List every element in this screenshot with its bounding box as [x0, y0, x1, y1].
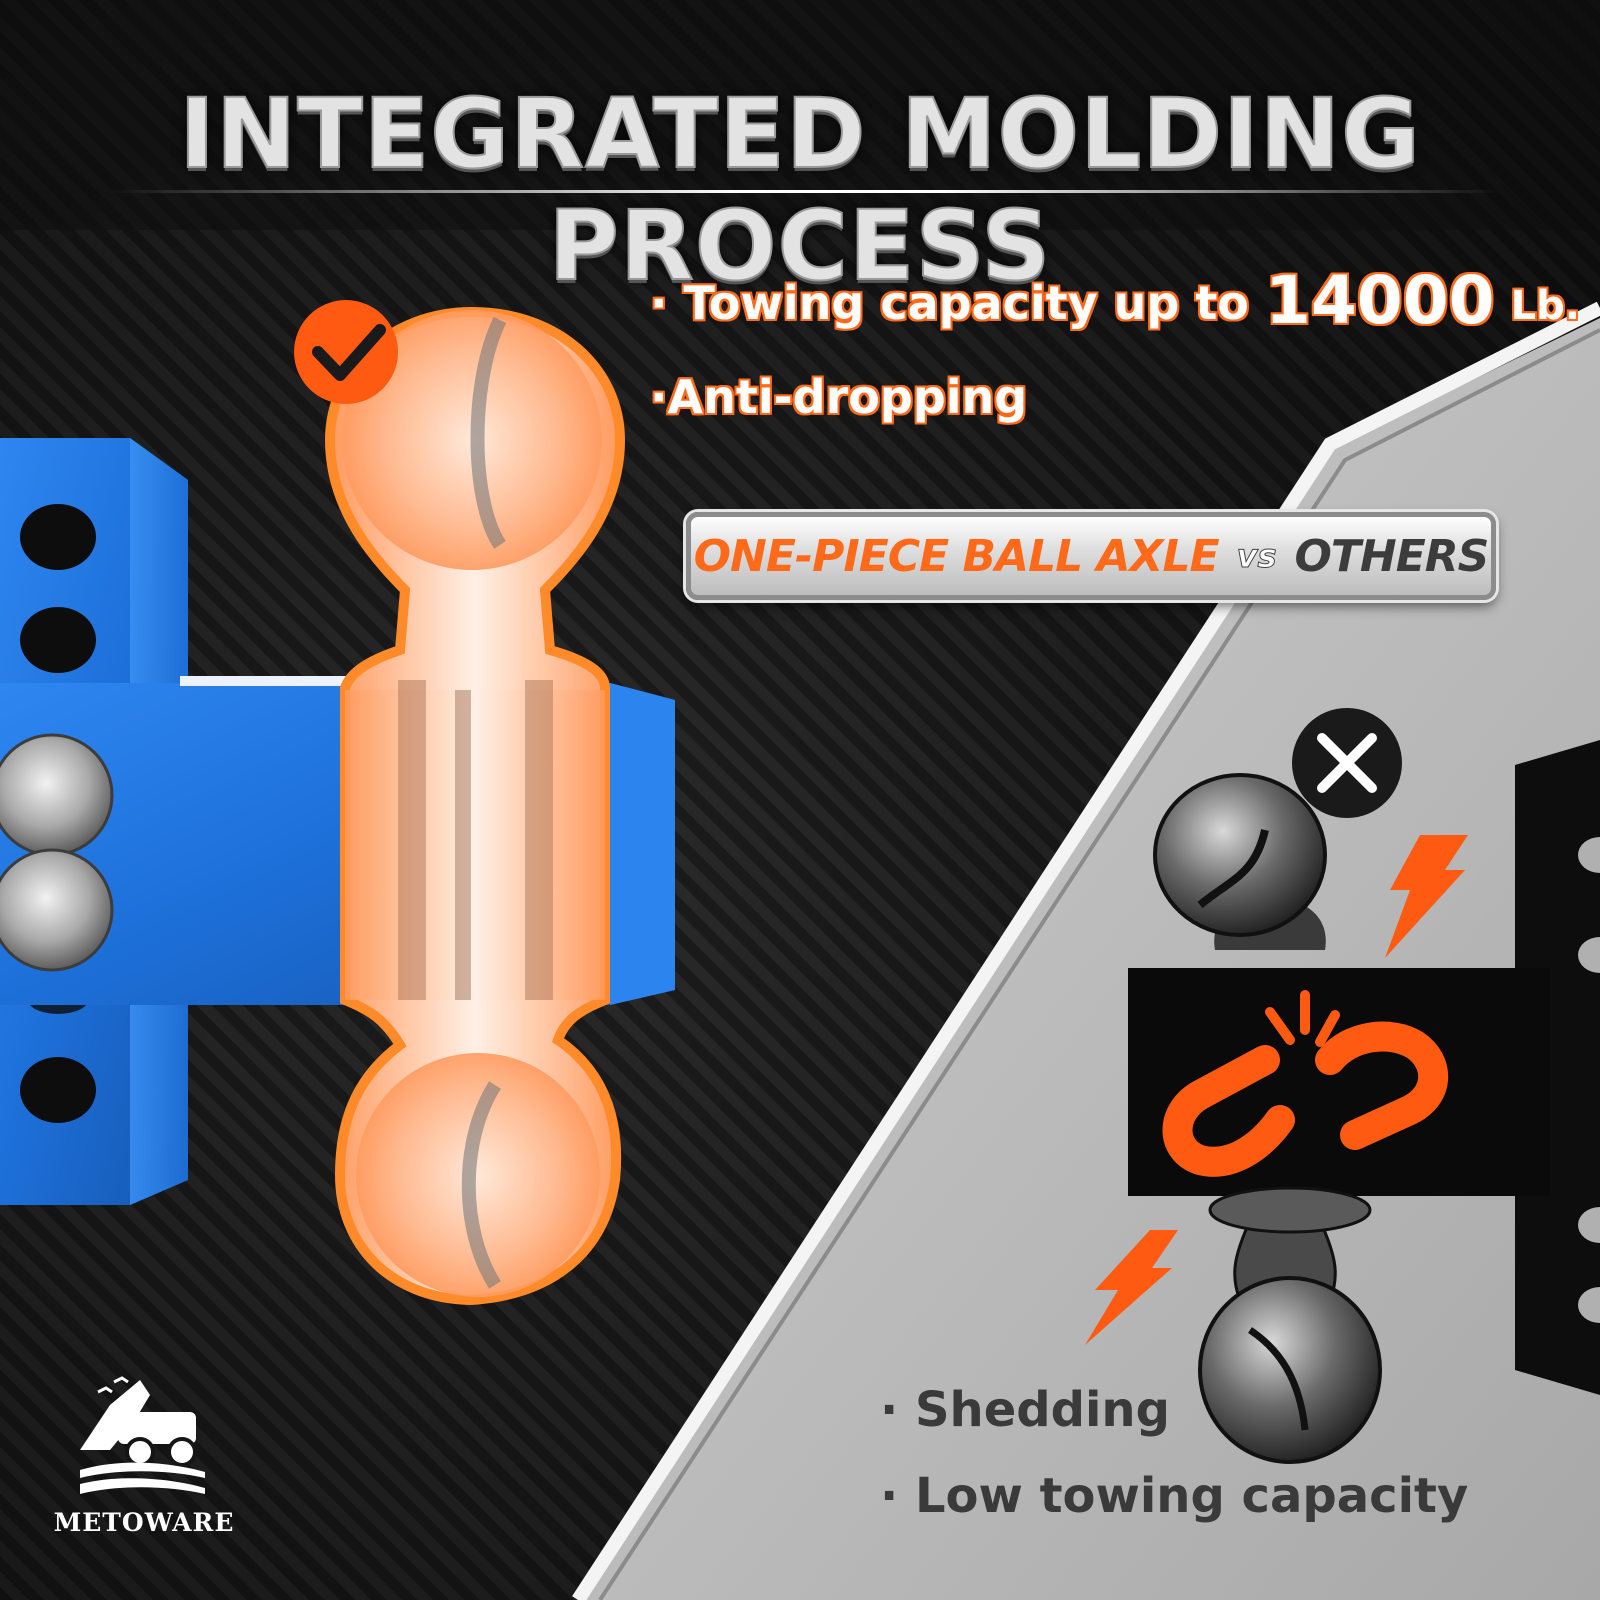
con-label: Shedding: [914, 1382, 1170, 1438]
title-divider: [110, 190, 1500, 193]
truck-logo-icon: [80, 1376, 205, 1494]
con-item-shedding: · Shedding: [880, 1382, 1170, 1438]
comparison-left: ONE-PIECE BALL AXLE: [693, 530, 1220, 582]
comparison-right: OTHERS: [1294, 530, 1489, 582]
feature-towing-capacity: · Towing capacity up to 14000 Lb.: [650, 262, 1580, 339]
anti-dropping-label: Anti-dropping: [667, 370, 1028, 424]
check-icon: [294, 300, 398, 404]
lightning-icon: [1085, 1230, 1178, 1345]
bullet: ·: [650, 276, 668, 330]
broken-chain-icon: [1162, 990, 1449, 1177]
towing-value: 14000: [1264, 262, 1495, 339]
comparison-badge: ONE-PIECE BALL AXLE vs OTHERS: [686, 512, 1496, 600]
bullet: ·: [880, 1382, 899, 1438]
one-piece-ball-axle: [324, 306, 626, 1306]
bullet: ·: [650, 370, 668, 424]
feature-anti-dropping: ·Anti-dropping: [650, 370, 1027, 424]
page-title: INTEGRATED MOLDING PROCESS: [178, 77, 1421, 303]
con-item-low-towing: · Low towing capacity: [880, 1468, 1468, 1524]
brand-name: METOWARE: [53, 1508, 235, 1537]
towing-prefix: Towing capacity up to: [683, 276, 1249, 330]
lightning-icon: [1385, 835, 1468, 958]
comparison-vs: vs: [1236, 537, 1277, 576]
x-icon: [1292, 708, 1402, 818]
towing-unit: Lb.: [1510, 283, 1580, 329]
bullet: ·: [880, 1468, 899, 1524]
other-ball-mount: [1128, 740, 1600, 1464]
con-label: Low towing capacity: [914, 1468, 1469, 1524]
